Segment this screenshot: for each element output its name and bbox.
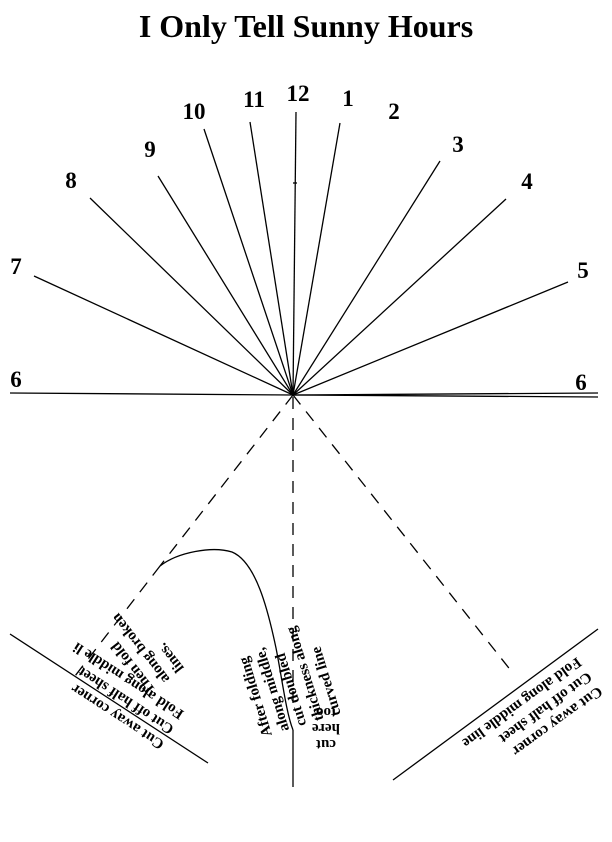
hour-label-5: 5 (577, 258, 589, 283)
broken-fold-line-left (159, 394, 294, 567)
hour-label-12: 12 (287, 81, 310, 106)
hour-lines-group (9, 111, 599, 398)
hour-label-1: 1 (342, 86, 354, 111)
hour-line-7 (33, 275, 294, 396)
page-title: I Only Tell Sunny Hours (138, 8, 474, 44)
hour-line-11 (249, 121, 294, 396)
right-corner-instructions: Cut away corner Cut off half sheet Fold … (459, 654, 605, 759)
right-corner-cut-line (392, 628, 599, 781)
hour-label-9: 9 (144, 137, 156, 162)
cut-here-instruction: cut here too (312, 704, 340, 752)
hour-line-12 (292, 111, 297, 396)
hour-line-4 (292, 281, 569, 396)
cut-here-line-2: here (312, 720, 340, 736)
hour-label-3: 3 (452, 132, 464, 157)
hour-line-2 (292, 160, 441, 396)
hour-line-5 (292, 392, 599, 396)
hour-label-6-right: 6 (575, 370, 587, 395)
hour-label-11: 11 (243, 87, 265, 112)
hour-label-10: 10 (183, 99, 206, 124)
hour-line-6-right (292, 394, 599, 398)
left-corner-cut-line (9, 633, 209, 764)
hour-line-8 (89, 197, 294, 396)
cut-here-line-3: too (316, 704, 336, 720)
hour-line-9 (157, 175, 294, 396)
cut-curve (159, 549, 294, 731)
hour-label-7: 7 (10, 254, 22, 279)
cut-here-line-1: cut (316, 736, 336, 752)
hour-label-6-left: 6 (10, 367, 22, 392)
hour-label-8: 8 (65, 168, 77, 193)
hour-label-4: 4 (521, 169, 533, 194)
broken-fold-line-right (292, 394, 513, 673)
broken-fold-line-left-lower (74, 565, 161, 677)
hour-line-6-left (9, 392, 294, 396)
hour-line-1 (292, 122, 341, 396)
hour-line-3 (292, 198, 507, 396)
hour-label-2: 2 (388, 99, 400, 124)
hour-line-10 (203, 128, 294, 396)
